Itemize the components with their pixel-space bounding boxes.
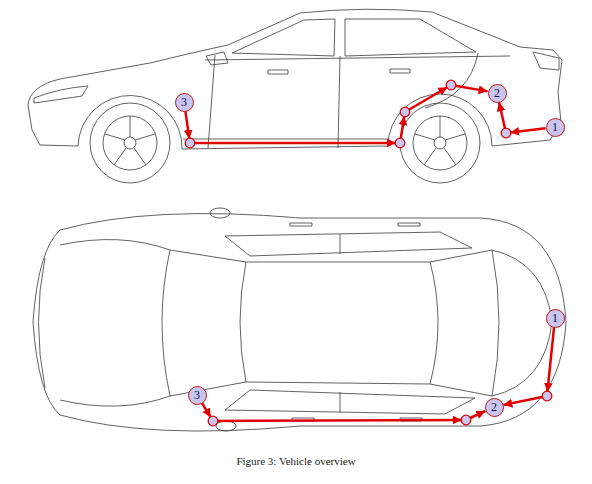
callout-number: 1	[552, 312, 558, 324]
arrow-segment	[503, 396, 547, 405]
car-body	[28, 9, 562, 149]
rear-window	[430, 250, 499, 396]
side-view-car	[28, 9, 562, 183]
callout-number: 1	[552, 121, 558, 133]
route-arrow	[503, 327, 554, 405]
callout-number: 2	[491, 401, 497, 413]
arrow-segment	[213, 420, 466, 421]
route-dot	[395, 138, 405, 148]
arrow-segment	[451, 85, 488, 91]
rear-window	[345, 19, 476, 56]
spokes	[415, 116, 465, 165]
callout-number: 3	[181, 96, 187, 108]
door-line	[208, 53, 478, 148]
callout-circle: 2	[485, 398, 504, 417]
hood-line	[60, 240, 170, 407]
figure-caption: Figure 3: Vehicle overview	[0, 455, 592, 467]
callout-circle: 2	[488, 84, 507, 103]
route-dot	[400, 107, 410, 117]
arrow-segment	[405, 85, 451, 112]
route-dot	[542, 391, 552, 401]
callout-circle: 3	[188, 386, 207, 405]
side-mirror	[206, 52, 228, 65]
route-arrow	[202, 403, 485, 421]
callout-circle: 1	[546, 309, 565, 328]
callout-circle: 3	[175, 93, 194, 112]
route-dot	[185, 138, 195, 148]
arrow-segment	[190, 142, 400, 145]
windshield	[162, 250, 246, 396]
route-dot	[208, 416, 218, 426]
rim	[103, 116, 157, 170]
rocker-line	[183, 139, 389, 140]
route-dot	[501, 128, 511, 138]
taillight	[533, 52, 559, 70]
wheel	[400, 103, 480, 183]
top-view-car	[33, 208, 566, 431]
side-mirror	[210, 208, 230, 218]
car-body	[33, 214, 566, 431]
route-arrow	[185, 85, 487, 143]
callout-number: 2	[494, 87, 500, 99]
headlight	[34, 86, 88, 103]
door-handle	[290, 223, 422, 421]
hub	[124, 137, 136, 149]
arrow-segment	[547, 327, 554, 396]
route-dot	[446, 80, 456, 90]
front-window	[232, 19, 335, 56]
arrow-segment	[506, 128, 546, 133]
spokes	[105, 116, 155, 165]
hub	[434, 137, 446, 149]
front-bumper	[39, 258, 46, 388]
window-divider	[340, 234, 341, 412]
side-mirror	[216, 421, 236, 431]
callout-number: 3	[194, 389, 200, 401]
door-handle	[268, 69, 410, 74]
side-window	[225, 232, 475, 414]
route-dot	[461, 415, 471, 425]
belt-line	[205, 56, 510, 60]
roof	[246, 262, 430, 384]
rim	[413, 116, 467, 170]
trunk-line	[492, 250, 552, 396]
callout-circle: 1	[546, 118, 565, 137]
wheel	[90, 103, 170, 183]
